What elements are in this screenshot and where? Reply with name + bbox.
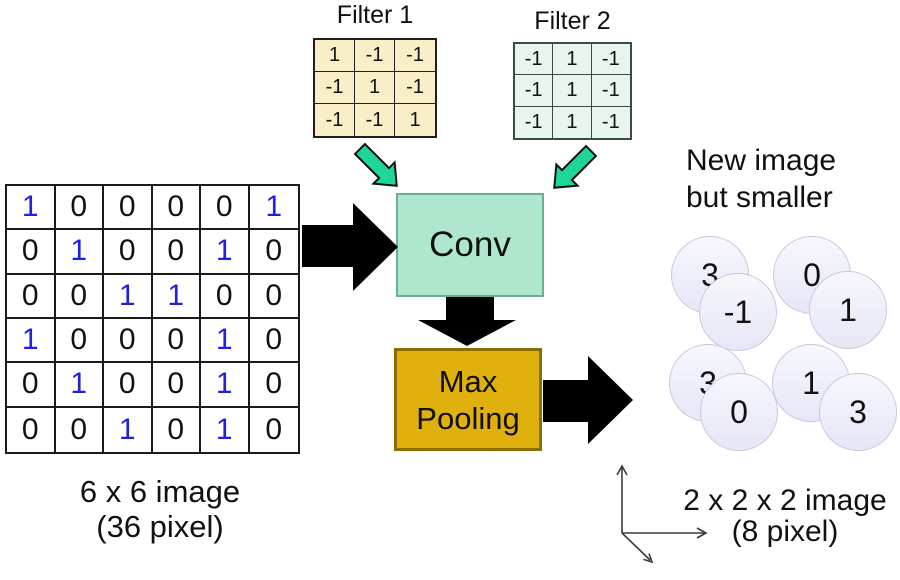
- output-caption: 2 x 2 x 2 image (8 pixel): [683, 484, 887, 548]
- grid-cell: 1: [201, 407, 250, 452]
- grid-cell: -1: [591, 75, 630, 107]
- grid-cell: 0: [152, 318, 201, 364]
- grid-cell: 0: [104, 230, 153, 275]
- grid-cell: 0: [104, 363, 153, 408]
- grid-cell: 0: [55, 186, 104, 231]
- output-circle-br-front: 3: [819, 373, 897, 451]
- conv-box: Conv: [396, 193, 544, 297]
- grid-cell: 1: [249, 186, 298, 231]
- output-heading: New image but smaller: [686, 144, 837, 214]
- grid-cell: 0: [152, 230, 201, 275]
- max-pooling-box: Max Pooling: [394, 348, 542, 451]
- grid-cell: -1: [515, 75, 554, 107]
- grid-cell: 0: [7, 363, 56, 408]
- grid-cell: 0: [56, 407, 104, 452]
- grid-cell: 1: [104, 407, 153, 452]
- grid-cell: 1: [152, 274, 201, 319]
- output-circle-tl-front: -1: [699, 273, 777, 351]
- grid-cell: 0: [7, 274, 56, 319]
- grid-cell: 0: [55, 318, 104, 364]
- grid-cell: 1: [7, 186, 56, 231]
- grid-cell: 1: [201, 363, 250, 408]
- grid-cell: 1: [553, 106, 592, 138]
- grid-cell: 1: [553, 75, 592, 107]
- grid-cell: 1: [55, 230, 104, 275]
- grid-cell: -1: [395, 40, 435, 72]
- grid-cell: -1: [591, 44, 630, 76]
- grid-cell: 0: [249, 275, 298, 319]
- grid-cell: 0: [152, 186, 201, 231]
- grid-cell: 0: [249, 363, 298, 408]
- grid-cell: 0: [104, 318, 153, 364]
- grid-cell: -1: [601, 110, 620, 133]
- grid-cell: -1: [515, 106, 554, 138]
- input-to-conv-arrow-icon: [302, 203, 398, 291]
- grid-cell: 0: [153, 407, 201, 452]
- output-circle-bl-front: 0: [700, 373, 778, 451]
- max-pooling-label: Max Pooling: [416, 363, 520, 436]
- grid-cell: 1: [7, 318, 56, 364]
- grid-cell: -1: [315, 72, 355, 104]
- input-caption: 6 x 6 image (36 pixel): [79, 474, 241, 544]
- grid-cell: 1: [355, 72, 395, 104]
- conv-to-pooling-arrow-icon: [418, 297, 516, 346]
- grid-cell: 0: [7, 230, 56, 275]
- grid-cell: 0: [104, 186, 153, 231]
- filter2-title: Filter 2: [534, 7, 611, 35]
- grid-cell: 0: [7, 407, 56, 452]
- grid-cell: -1: [515, 44, 554, 76]
- grid-cell: 1: [201, 318, 250, 364]
- grid-cell: -1: [315, 104, 355, 136]
- grid-cell: -1: [355, 104, 395, 136]
- grid-cell: 0: [249, 230, 298, 275]
- grid-cell: -1: [355, 40, 395, 72]
- filter1-title: Filter 1: [336, 1, 414, 29]
- grid-cell: 1: [553, 44, 592, 76]
- filter1-to-conv-arrow-icon: [353, 142, 398, 187]
- grid-cell: 0: [201, 274, 250, 319]
- grid-cell: 1: [201, 230, 250, 275]
- grid-cell: 0: [249, 319, 298, 364]
- output-circle-tr-front: 1: [809, 271, 887, 349]
- grid-cell: 1: [104, 274, 153, 319]
- grid-cell: 0: [201, 186, 250, 231]
- grid-cell: 0: [152, 363, 201, 408]
- grid-cell: 0: [265, 412, 283, 446]
- grid-cell: 1: [409, 108, 421, 131]
- grid-cell: 1: [55, 363, 104, 408]
- grid-cell: -1: [395, 72, 435, 104]
- pooling-to-output-arrow-icon: [543, 356, 633, 444]
- grid-cell: 0: [55, 274, 104, 319]
- filter2-to-conv-arrow-icon: [553, 144, 598, 189]
- grid-cell: 1: [315, 40, 355, 72]
- conv-label: Conv: [429, 225, 511, 264]
